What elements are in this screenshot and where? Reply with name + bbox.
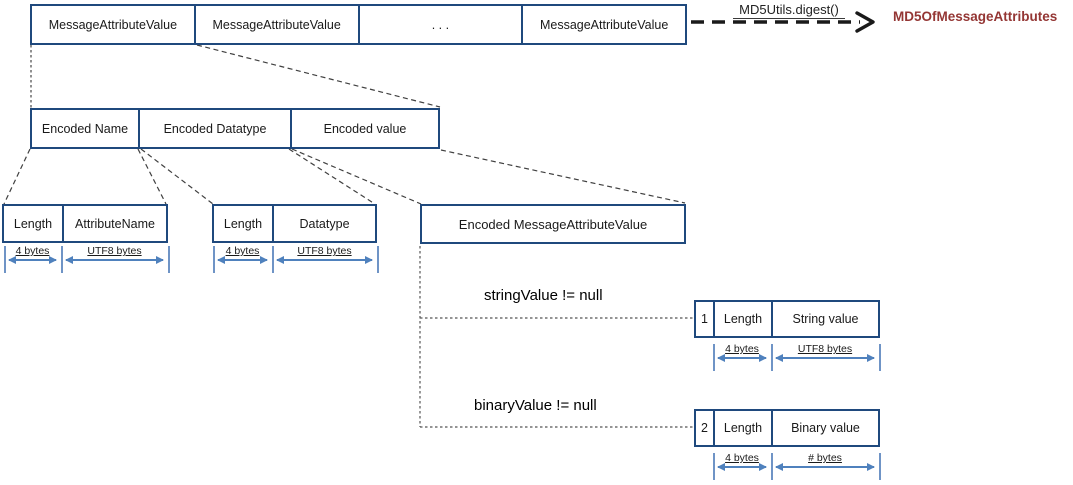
- encoded-message-attribute-value-box: Encoded MessageAttributeValue: [420, 204, 686, 244]
- dim-tick: [771, 344, 773, 371]
- encoded-parts-bar: Encoded Name Encoded Datatype Encoded va…: [30, 108, 440, 149]
- encoded-datatype-box: Length Datatype: [212, 204, 377, 243]
- connector-dashed: [196, 44, 441, 108]
- byte-size-label: 4 bytes: [725, 452, 759, 464]
- connector-dashed: [137, 148, 167, 205]
- dim-tick: [377, 246, 379, 273]
- byte-size-annotation: 4 bytes UTF8 bytes: [711, 343, 883, 373]
- byte-size-annotation: 4 bytes UTF8 bytes: [0, 245, 172, 275]
- dim-arrow: [717, 354, 767, 362]
- byte-size-label: 4 bytes: [225, 245, 260, 257]
- encoded-message-attribute-value-label: Encoded MessageAttributeValue: [458, 216, 648, 232]
- length-cell: Length: [713, 302, 771, 336]
- dim-tick: [4, 246, 6, 273]
- dim-tick: [713, 453, 715, 480]
- length-cell: Length: [223, 216, 263, 231]
- type-code-cell: 2: [701, 421, 708, 435]
- md5-result-label: MD5OfMessageAttributes: [893, 9, 1058, 24]
- message-attribute-cell: MessageAttributeValue: [521, 6, 685, 43]
- attribute-name-cell: AttributeName: [62, 206, 166, 241]
- byte-size-label: # bytes: [808, 452, 842, 464]
- length-cell: Length: [13, 216, 53, 231]
- dim-tick: [879, 344, 881, 371]
- dim-tick: [213, 246, 215, 273]
- byte-size-label: 4 bytes: [725, 343, 759, 355]
- binary-value-box: 2 Length Binary value: [694, 409, 880, 447]
- datatype-cell: Datatype: [272, 206, 375, 241]
- md5-function-label: MD5Utils.digest(): [733, 2, 845, 19]
- md5-digest-arrowhead: [855, 11, 875, 33]
- byte-size-label: UTF8 bytes: [797, 343, 853, 355]
- ellipsis-cell: . . .: [357, 6, 522, 43]
- dim-arrow: [8, 256, 57, 264]
- byte-size-label: 4 bytes: [15, 245, 50, 257]
- dim-arrow: [65, 256, 164, 264]
- byte-size-annotation: 4 bytes # bytes: [711, 452, 883, 482]
- dim-tick: [272, 246, 274, 273]
- encoded-name-cell: Encoded Name: [41, 121, 129, 136]
- dim-arrow: [217, 256, 268, 264]
- encoded-value-cell: Encoded value: [290, 110, 438, 147]
- encoded-datatype-cell: Encoded Datatype: [138, 110, 290, 147]
- dim-tick: [713, 344, 715, 371]
- dim-arrow: [276, 256, 373, 264]
- dim-arrow: [775, 463, 875, 471]
- message-attributes-bar: MessageAttributeValue MessageAttributeVa…: [30, 4, 687, 45]
- connector-dashed: [288, 148, 376, 205]
- connector-dashed: [440, 149, 686, 204]
- binary-value-cell: Binary value: [771, 411, 878, 445]
- string-value-cell: String value: [771, 302, 878, 336]
- binary-value-condition: binaryValue != null: [474, 397, 597, 414]
- connector-dashed: [291, 148, 422, 205]
- dim-tick: [879, 453, 881, 480]
- connector-dashed: [140, 148, 214, 205]
- connector-dashed: [3, 148, 31, 205]
- byte-size-label: UTF8 bytes: [87, 245, 142, 257]
- dim-tick: [168, 246, 170, 273]
- byte-size-annotation: 4 bytes UTF8 bytes: [210, 245, 380, 275]
- length-cell: Length: [713, 411, 771, 445]
- byte-size-label: UTF8 bytes: [297, 245, 352, 257]
- type-code-cell: 1: [701, 312, 708, 326]
- message-attribute-cell: MessageAttributeValue: [193, 6, 358, 43]
- dim-tick: [771, 453, 773, 480]
- message-attribute-cell: MessageAttributeValue: [48, 17, 178, 32]
- string-value-box: 1 Length String value: [694, 300, 880, 338]
- dim-arrow: [717, 463, 767, 471]
- dim-tick: [61, 246, 63, 273]
- string-value-condition: stringValue != null: [484, 287, 603, 304]
- dim-arrow: [775, 354, 875, 362]
- encoded-name-box: Length AttributeName: [2, 204, 168, 243]
